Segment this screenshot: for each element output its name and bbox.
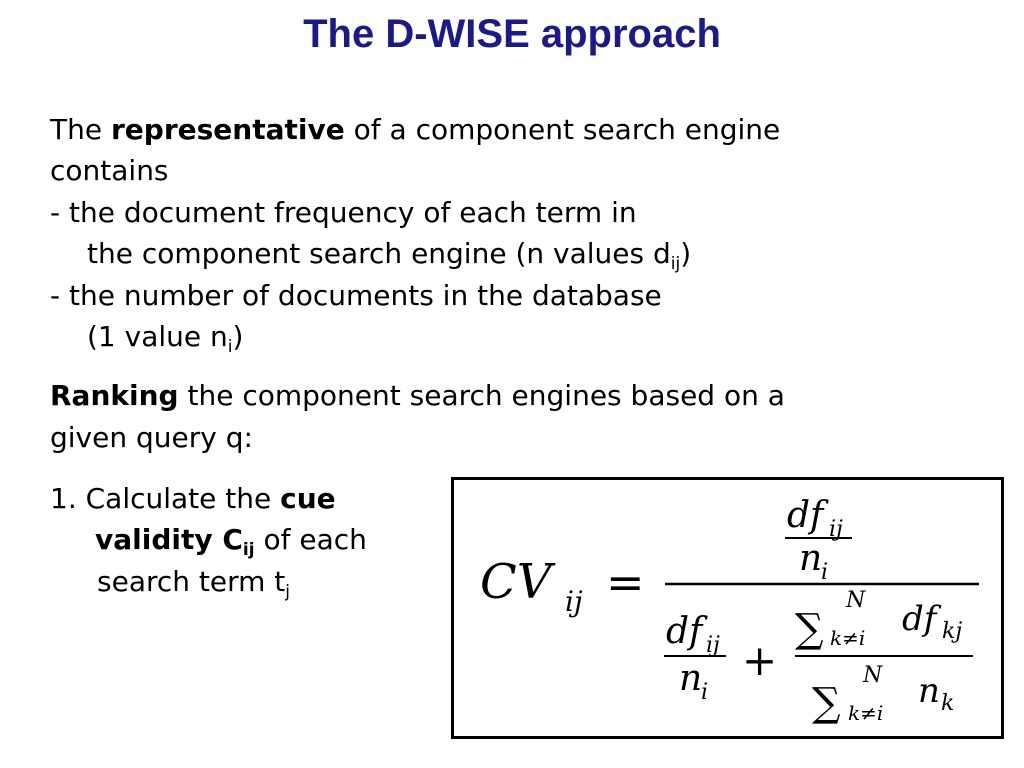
ranking-line-1: Ranking the component search engines bas… [50,375,785,417]
formula-sum-lower: k≠i [830,626,865,650]
formula-df-subscript: kj [942,619,962,644]
formula-n: n [799,538,822,579]
formula-n-subscript: i [701,680,708,705]
step1-line-2: validity Cij of each [95,519,367,561]
formula-sum-symbol: ∑ [812,680,841,726]
formula-n-subscript: k [941,691,954,716]
formula-sum-symbol: ∑ [795,606,824,652]
formula-df-subscript: ij [706,633,720,658]
bullet-docs-text: (1 value n [87,320,228,353]
step1-text-rest: of each [254,523,367,556]
cue-validity-formula-box: CV ij = df ij n i df ij n i + ∑ N k≠i df… [451,477,1004,739]
formula-n: n [679,658,702,699]
subscript-j: j [285,582,291,602]
ranking-text: the component search engines based on a [178,379,785,412]
subscript-ij: ij [670,254,681,274]
formula-n-subscript: i [821,560,828,585]
bullet-docs-line-1: - the number of documents in the databas… [50,279,662,312]
bullet-df-line-1: - the document frequency of each term in [50,196,637,229]
intro-text-rest: of a component search engine [344,113,781,146]
formula-sum-lower: k≠i [848,701,883,725]
bullet-df-text: the component search engine (n values d [87,237,671,270]
formula-sum-upper: N [845,588,866,613]
term-ranking: Ranking [50,379,179,412]
cue-validity-formula: CV ij = df ij n i df ij n i + ∑ N k≠i df… [480,495,979,726]
formula-equals: = [606,555,645,609]
formula-df-subscript: ij [829,517,843,542]
term-validity: validity C [95,523,243,556]
close-paren: ) [680,237,692,270]
close-paren: ) [232,320,244,353]
term-representative: representative [110,113,345,146]
intro-line-1: The representative of a component search… [50,109,780,151]
intro-line-2: contains [50,154,169,187]
step1-text-term: search term t [97,565,286,598]
formula-df: df [902,599,942,639]
intro-text: The [50,113,111,146]
formula-df: df [787,495,829,536]
bullet-df-line-2: the component search engine (n values di… [87,233,691,275]
step1-line-3: search term tj [97,561,290,603]
formula-n: n [918,671,940,711]
bullet-docs-line-2: (1 value ni) [87,316,243,358]
subscript-ij: ij [242,540,255,560]
ranking-line-2: given query q: [50,421,253,454]
formula-cv: CV [480,554,556,610]
subscript-i: i [227,337,233,357]
formula-plus: + [742,636,777,685]
formula-cv-subscript: ij [565,585,583,618]
term-cue: cue [280,482,336,515]
slide-title: The D-WISE approach [303,12,721,56]
formula-sum-upper: N [862,663,883,688]
formula-df: df [666,611,708,652]
step1-text: 1. Calculate the [50,482,281,515]
step1-line-1: 1. Calculate the cue [50,478,336,520]
